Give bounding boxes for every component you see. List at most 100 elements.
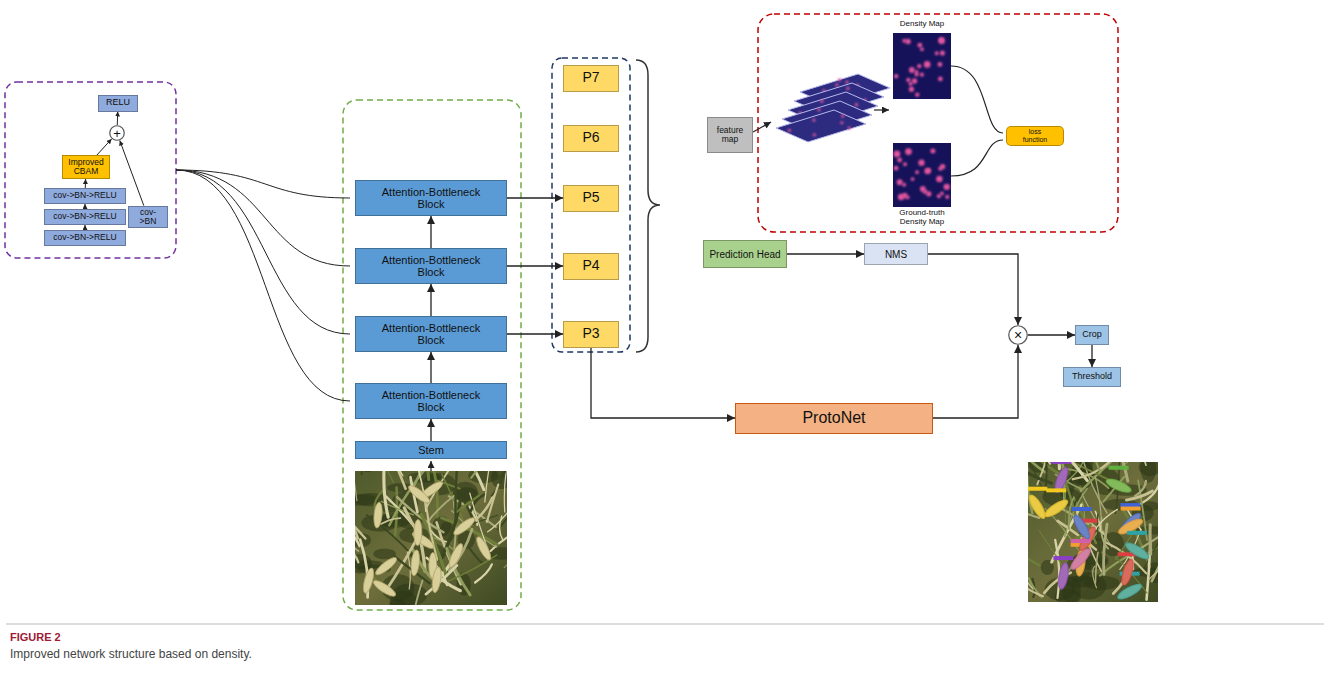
leaf bbox=[393, 471, 403, 476]
pyramid-group bbox=[552, 58, 630, 352]
wheat-ear bbox=[447, 542, 466, 569]
image-label: Ground-truth Density Map bbox=[886, 208, 958, 226]
leaf bbox=[504, 531, 507, 568]
density-blob bbox=[915, 170, 919, 174]
loss-box: loss function bbox=[1006, 126, 1064, 145]
pyramid-level-box: P7 bbox=[563, 65, 619, 92]
expansion-curve bbox=[176, 170, 350, 266]
leaf bbox=[1148, 556, 1158, 580]
pyramid-level-box: P6 bbox=[563, 125, 619, 152]
flow-connector bbox=[430, 216, 431, 248]
box-text: loss function bbox=[1018, 128, 1052, 143]
density-blob bbox=[903, 162, 907, 166]
density-blob bbox=[909, 67, 915, 73]
leaf bbox=[455, 471, 457, 521]
loss-curve bbox=[951, 66, 1003, 133]
wheat-ear bbox=[474, 535, 493, 562]
field-photo bbox=[355, 471, 507, 605]
expansion-curve bbox=[176, 170, 350, 401]
density-blob bbox=[902, 193, 907, 198]
density-map-image bbox=[893, 33, 951, 99]
leaf bbox=[369, 471, 394, 482]
leaf bbox=[1095, 509, 1118, 530]
density-blob bbox=[845, 81, 848, 84]
leaf bbox=[504, 471, 507, 512]
mask-tag bbox=[1028, 487, 1047, 491]
feature-map-box: feature map bbox=[707, 117, 753, 153]
density-blob bbox=[935, 51, 939, 55]
leaf bbox=[1095, 552, 1098, 583]
illustrations bbox=[320, 33, 1186, 613]
shadow-patch bbox=[1140, 462, 1156, 483]
box-text: P6 bbox=[582, 130, 599, 145]
feature-layer bbox=[776, 110, 866, 142]
flow-connector bbox=[507, 265, 563, 266]
box-text: P3 bbox=[582, 326, 599, 341]
wheat-ear bbox=[410, 550, 421, 577]
shortcut-conv-box: cov->BN bbox=[128, 206, 168, 229]
wheat-ear bbox=[452, 515, 477, 537]
bottleneck-block: Attention-Bottleneck Block bbox=[355, 316, 507, 352]
flow-connector bbox=[1091, 345, 1092, 367]
flow-arrow bbox=[430, 461, 431, 471]
caption-rule bbox=[6, 624, 1324, 625]
density-blob bbox=[905, 39, 910, 44]
density-blob bbox=[944, 184, 950, 190]
field-photo bbox=[1028, 462, 1158, 602]
density-blob bbox=[905, 148, 912, 155]
instance-mask bbox=[1119, 557, 1137, 587]
box-text: Stem bbox=[418, 444, 444, 456]
density-blob bbox=[915, 73, 919, 77]
wheat-ear bbox=[406, 483, 431, 505]
leaf bbox=[416, 579, 423, 604]
box-text: cov->BN->RELU bbox=[53, 191, 116, 200]
instance-mask bbox=[1067, 545, 1093, 572]
leaf bbox=[1073, 463, 1109, 480]
box-text: P5 bbox=[582, 190, 599, 205]
mask-tag bbox=[1072, 507, 1092, 511]
leaf bbox=[1088, 462, 1100, 473]
density-blob bbox=[906, 78, 910, 82]
wheat-ear bbox=[371, 578, 397, 599]
flow-connector bbox=[430, 352, 431, 383]
wheat-ear bbox=[373, 555, 398, 577]
loss-curve bbox=[951, 140, 1003, 176]
flow-connector bbox=[430, 284, 431, 316]
density-blob bbox=[820, 100, 823, 103]
conv-layer-box: cov->BN->RELU bbox=[44, 209, 126, 225]
protonet-box: ProtoNet bbox=[735, 403, 933, 434]
feature-stack bbox=[776, 74, 890, 142]
leaf bbox=[355, 471, 357, 501]
leaf bbox=[362, 471, 370, 474]
box-text: Prediction Head bbox=[709, 249, 780, 260]
box-text: Attention-Bottleneck Block bbox=[369, 322, 493, 346]
box-text: + bbox=[113, 127, 121, 140]
flow-connector bbox=[1028, 334, 1075, 335]
density-blob bbox=[938, 37, 945, 44]
leaf bbox=[1069, 497, 1074, 528]
flow-arrow bbox=[874, 109, 889, 110]
box-text: cov->BN bbox=[132, 208, 164, 227]
density-blob bbox=[930, 148, 935, 153]
leaf bbox=[1028, 553, 1040, 566]
leaf bbox=[500, 516, 503, 540]
box-text: Threshold bbox=[1072, 372, 1112, 382]
expansion-curve bbox=[176, 170, 350, 334]
density-blob bbox=[917, 43, 922, 48]
pyramid-level-box: P4 bbox=[563, 253, 619, 280]
leaf bbox=[471, 471, 501, 478]
flow-connector bbox=[85, 179, 86, 188]
expansion-curves bbox=[176, 170, 350, 401]
pyramid-level-box: P5 bbox=[563, 185, 619, 212]
leaf bbox=[1055, 540, 1059, 598]
mask-tag bbox=[1109, 466, 1129, 470]
mask-tag bbox=[1071, 539, 1091, 543]
density-blob bbox=[936, 176, 943, 183]
bottleneck-block: Attention-Bottleneck Block bbox=[355, 248, 507, 284]
density-blob bbox=[848, 126, 851, 129]
instance-mask bbox=[1104, 476, 1134, 496]
backbone-group bbox=[343, 100, 521, 610]
leaf bbox=[407, 552, 410, 589]
wheat-ear bbox=[414, 520, 423, 546]
